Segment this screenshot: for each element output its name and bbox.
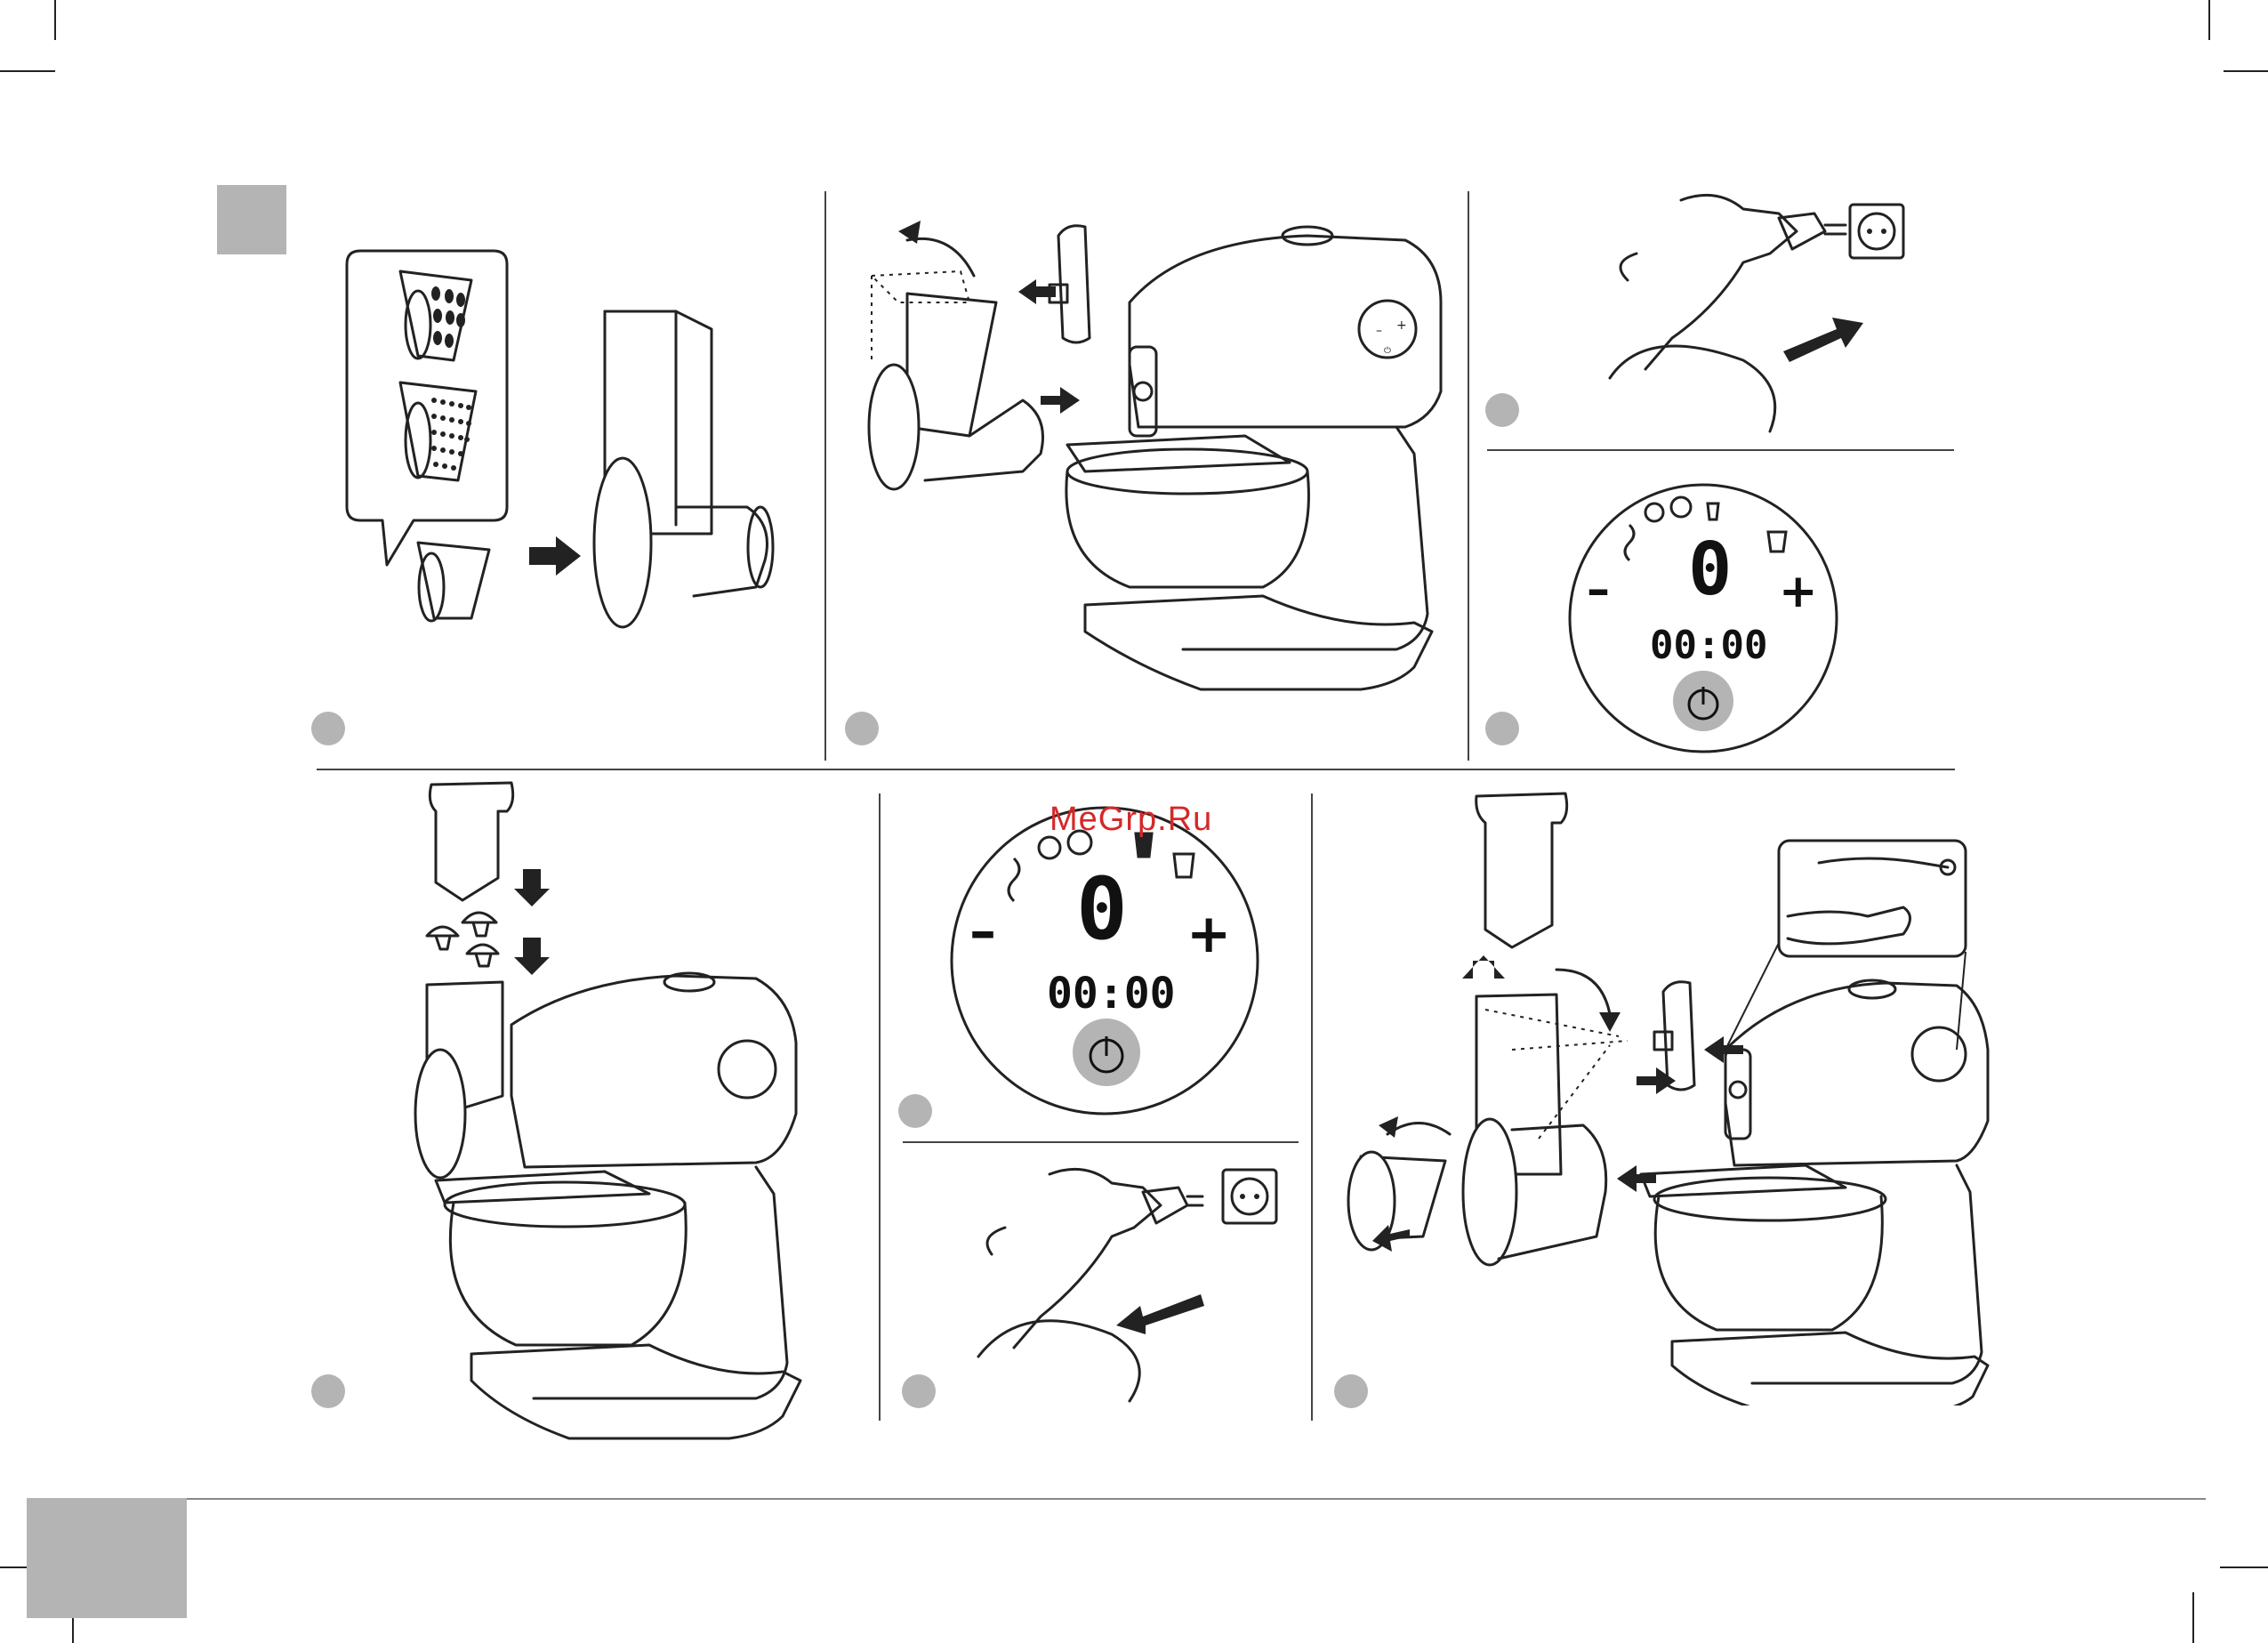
minus-button-bottom[interactable]: –: [969, 900, 996, 962]
plus-button-bottom[interactable]: +: [1186, 903, 1231, 965]
step-badge-7: [902, 1374, 936, 1408]
vertical-divider-1: [824, 191, 826, 761]
speed-readout-bottom: 0: [1076, 859, 1128, 959]
vertical-divider-3: [879, 793, 881, 1421]
illustration-disassemble: [1334, 783, 1992, 1405]
horizontal-divider-bottom-mid: [903, 1141, 1299, 1143]
step-badge-3: [1485, 393, 1519, 427]
svg-text:⏻: ⏻: [1384, 346, 1391, 356]
timer-readout-bottom: 00:00: [1047, 969, 1176, 1019]
illustration-unplug: [969, 1156, 1290, 1414]
svg-text:+: +: [1396, 318, 1407, 333]
section-marker-box: [217, 185, 286, 254]
page-tab-box: [27, 1498, 187, 1618]
timer-readout-top: 00:00: [1650, 623, 1767, 668]
step-badge-1: [311, 712, 345, 745]
step-badge-5: [311, 1374, 345, 1408]
plus-button-top[interactable]: +: [1779, 565, 1818, 618]
horizontal-divider-top-right: [1487, 449, 1954, 451]
svg-text:–: –: [1376, 324, 1382, 338]
power-button-bottom[interactable]: [1073, 1019, 1140, 1086]
vertical-divider-2: [1468, 191, 1469, 761]
illustration-plug-in: [1592, 191, 1930, 440]
control-display-bottom: 0 – + 00:00: [945, 805, 1265, 1125]
illustration-attach-shredder: – + ⏻: [845, 205, 1450, 721]
horizontal-divider-main: [317, 769, 1955, 770]
illustration-drums-shredder: [338, 240, 800, 667]
step-badge-6: [898, 1094, 932, 1128]
illustration-feed-ingredients: [400, 776, 809, 1461]
speed-readout-top: 0: [1688, 528, 1732, 612]
control-display-top: 0 – + 00:00: [1565, 480, 1841, 756]
footer-rule: [187, 1498, 2206, 1500]
minus-button-top[interactable]: –: [1587, 563, 1610, 616]
power-button-top[interactable]: [1673, 671, 1733, 731]
watermark: MeGrp.Ru: [1050, 801, 1212, 839]
step-badge-4: [1485, 712, 1519, 745]
vertical-divider-4: [1311, 793, 1313, 1421]
